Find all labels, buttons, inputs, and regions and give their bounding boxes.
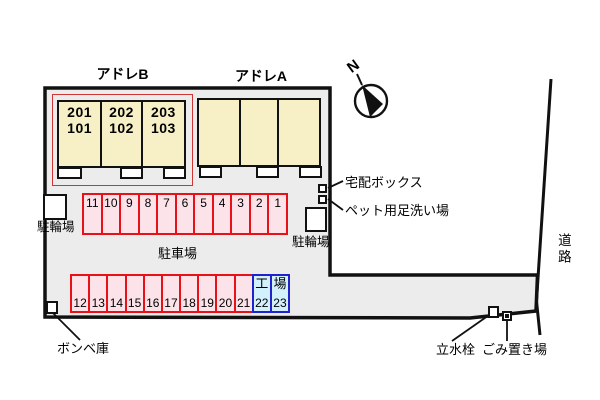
pet-wash-icon <box>318 195 327 204</box>
parking-stall-4: 4 <box>211 193 233 235</box>
building-a-step <box>199 166 222 178</box>
parking-stall-15: 15 <box>124 274 145 313</box>
parking-stall-22-factory: 工 22 <box>251 274 272 313</box>
parking-stall-14: 14 <box>106 274 127 313</box>
building-a-step <box>256 166 279 178</box>
building-a-room-2 <box>239 98 279 167</box>
building-a-room-1 <box>197 98 242 167</box>
parking-stall-3: 3 <box>230 193 251 235</box>
standpipe-leader <box>451 312 493 342</box>
bicycle-parking-right-rect <box>305 207 327 232</box>
bicycle-parking-right-label: 駐輪場 <box>292 235 330 249</box>
factory-label-char: 工 <box>255 276 269 291</box>
parking-stall-2: 2 <box>248 193 270 235</box>
parking-stall-1: 1 <box>267 193 289 235</box>
parking-stall-7: 7 <box>156 193 177 235</box>
building-b-room-2: 202 102 <box>100 100 143 168</box>
parking-stall-12: 12 <box>70 274 91 313</box>
parking-stall-10: 10 <box>100 193 122 235</box>
garbage-area-label: ごみ置き場 <box>482 342 548 357</box>
standpipe-label: 立水栓 <box>436 342 476 357</box>
parking-stall-11: 11 <box>82 193 103 235</box>
parking-stall-19: 19 <box>197 274 218 313</box>
parking-stall-6: 6 <box>174 193 196 235</box>
parking-stall-9: 9 <box>119 193 140 235</box>
pet-wash-label: ペット用足洗い場 <box>345 203 450 218</box>
bicycle-parking-left-label: 駐輪場 <box>37 220 75 234</box>
building-a <box>197 98 325 167</box>
building-a-step <box>299 166 322 178</box>
unit-numbers: 201 101 <box>67 104 93 136</box>
building-b: 201 101 202 102 203 103 <box>57 100 190 168</box>
parking-row-bottom: 12 13 14 15 16 17 18 19 20 21 工 22 場 23 <box>70 274 291 313</box>
building-b-room-3: 203 103 <box>140 100 186 168</box>
delivery-box-label: 宅配ボックス <box>345 175 423 190</box>
parking-stall-13: 13 <box>88 274 109 313</box>
parking-row-top: 11 10 9 8 7 6 5 4 3 2 1 <box>82 193 289 235</box>
cylinder-leader <box>52 312 81 341</box>
building-b-step <box>57 167 82 179</box>
building-b-room-1: 201 101 <box>57 100 103 168</box>
building-b-step <box>163 167 186 179</box>
parking-stall-21: 21 <box>233 274 254 313</box>
road-line <box>534 78 553 336</box>
parking-stall-23-factory: 場 23 <box>269 274 291 313</box>
building-b-step <box>120 167 143 179</box>
parking-stall-8: 8 <box>137 193 159 235</box>
delivery-box-leader <box>327 180 344 189</box>
parking-stall-20: 20 <box>215 274 236 313</box>
unit-numbers: 202 102 <box>109 104 134 136</box>
delivery-box-icon <box>318 184 327 193</box>
building-a-room-3 <box>276 98 321 167</box>
building-b-label: アドレB <box>96 66 149 82</box>
bicycle-parking-left-rect <box>43 194 67 220</box>
road-label: 道路 <box>555 233 571 266</box>
building-b-highlight-outline <box>52 94 193 186</box>
parking-stall-18: 18 <box>179 274 200 313</box>
gas-cylinder-label: ボンベ庫 <box>57 341 110 356</box>
standpipe-icon <box>488 306 499 318</box>
parking-stall-5: 5 <box>193 193 214 235</box>
factory-label-char: 場 <box>273 276 287 291</box>
parking-stall-17: 17 <box>160 274 182 313</box>
north-arrow-icon <box>353 73 389 119</box>
pet-wash-leader <box>327 198 344 211</box>
unit-numbers: 203 103 <box>150 104 176 136</box>
building-a-label: アドレA <box>234 68 288 84</box>
gas-cylinder-icon <box>46 301 58 314</box>
parking-area-label: 駐車場 <box>158 246 198 261</box>
parking-stall-16: 16 <box>142 274 163 313</box>
garbage-area-icon <box>502 311 512 321</box>
